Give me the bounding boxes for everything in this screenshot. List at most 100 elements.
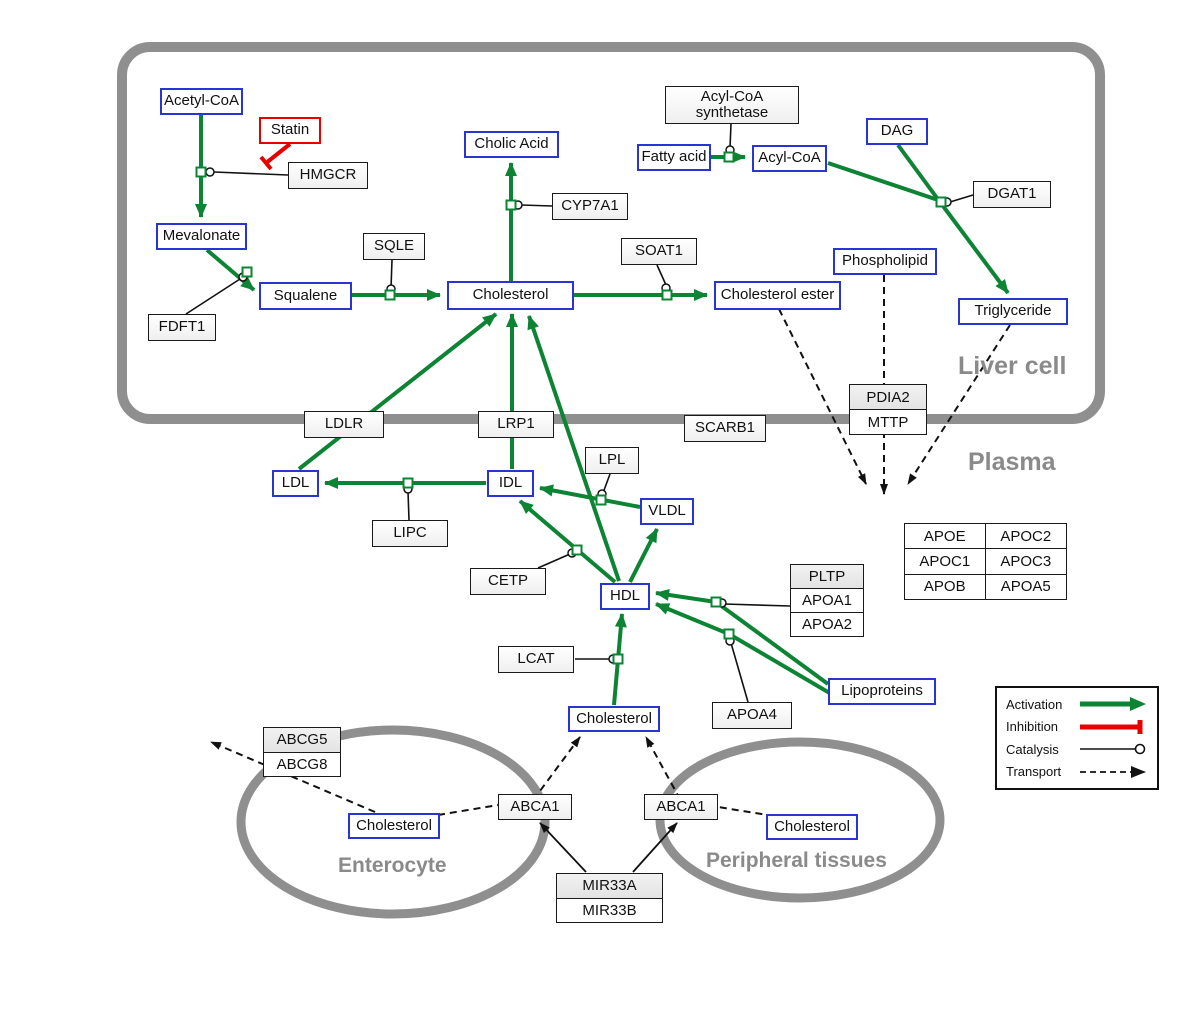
node-cholesterol-enterocyte[interactable]: Cholesterol xyxy=(348,813,440,839)
catalysis-circle-icon xyxy=(1080,744,1146,755)
node-statin[interactable]: Statin xyxy=(259,117,321,144)
edge-dag-to-junction xyxy=(896,143,939,200)
acyl-coa-synthetase-line2: synthetase xyxy=(695,104,769,121)
node-lrp1[interactable]: LRP1 xyxy=(478,411,554,438)
legend-item-catalysis: Catalysis xyxy=(1006,740,1148,758)
catalysis-cyp7a1 xyxy=(520,204,553,207)
catalysis-pltp xyxy=(723,603,791,607)
node-cholesterol-plasma[interactable]: Cholesterol xyxy=(568,706,660,732)
legend-item-transport: Transport xyxy=(1006,763,1148,781)
node-mevalonate[interactable]: Mevalonate xyxy=(156,223,247,250)
node-ldlr[interactable]: LDLR xyxy=(304,411,384,438)
node-apoc2[interactable]: APOC2 xyxy=(985,524,1066,550)
node-apoa4[interactable]: APOA4 xyxy=(712,702,792,729)
edge-mevalonate-to-squalene xyxy=(205,248,256,292)
catalysis-fdft1 xyxy=(185,278,241,315)
apolipoprotein-table: APOE APOC2 APOC1 APOC3 APOB APOA5 xyxy=(904,523,1067,600)
legend-activation-label: Activation xyxy=(1006,696,1063,712)
node-apoe[interactable]: APOE xyxy=(905,524,986,550)
membranes xyxy=(117,42,1105,919)
node-lipoproteins[interactable]: Lipoproteins xyxy=(828,678,936,705)
peripheral-tissues-label: Peripheral tissues xyxy=(706,849,887,872)
node-abca1-left[interactable]: ABCA1 xyxy=(498,794,572,820)
node-lpl[interactable]: LPL xyxy=(585,447,639,474)
arrow-mir33-to-abca1-right xyxy=(632,822,678,873)
catalysis-dgat1 xyxy=(949,194,974,203)
stack-pdia2-mttp: PDIA2 MTTP xyxy=(849,384,927,435)
arrow-mir33-to-abca1-left xyxy=(539,822,587,873)
node-apob[interactable]: APOB xyxy=(905,574,986,599)
node-acyl-coa[interactable]: Acyl-CoA xyxy=(752,145,827,172)
legend-item-inhibition: Inhibition xyxy=(1006,718,1148,736)
edge-junction-to-triglyceride xyxy=(941,204,1010,295)
catalysis-soat1 xyxy=(656,264,667,286)
plasma-label: Plasma xyxy=(968,448,1056,476)
legend-inhibition-label: Inhibition xyxy=(1006,719,1059,735)
node-abca1-right[interactable]: ABCA1 xyxy=(644,794,718,820)
node-cyp7a1[interactable]: CYP7A1 xyxy=(552,193,628,220)
node-phospholipid[interactable]: Phospholipid xyxy=(833,248,937,275)
catalysis-lipc xyxy=(407,490,410,521)
transport-triglyceride-to-plasma xyxy=(907,324,1011,485)
node-pdia2[interactable]: PDIA2 xyxy=(850,385,926,409)
catalysis-apoa4 xyxy=(730,642,749,703)
acyl-coa-synthetase-line1: Acyl-CoA xyxy=(700,87,764,105)
node-mir33a[interactable]: MIR33A xyxy=(557,874,662,898)
catalysis-hmgcr xyxy=(213,171,289,176)
catalysis-sqle xyxy=(390,259,393,289)
edge-hdl-to-liver-cholesterol xyxy=(527,315,621,582)
inhibition-tbar xyxy=(259,155,273,171)
node-fdft1[interactable]: FDFT1 xyxy=(148,314,216,341)
node-hdl[interactable]: HDL xyxy=(600,583,650,610)
activation-arrow-icon xyxy=(1080,697,1146,711)
node-cholesterol-liver[interactable]: Cholesterol xyxy=(447,281,574,310)
node-mir33b[interactable]: MIR33B xyxy=(557,897,662,922)
node-abcg5[interactable]: ABCG5 xyxy=(264,728,340,752)
node-acyl-coa-synthetase[interactable]: Acyl-CoA synthetase xyxy=(665,86,799,124)
catalysis-lines xyxy=(185,123,974,703)
node-mttp[interactable]: MTTP xyxy=(850,409,926,434)
node-cholic-acid[interactable]: Cholic Acid xyxy=(464,131,559,158)
node-fatty-acid[interactable]: Fatty acid xyxy=(637,144,711,171)
reaction-squares xyxy=(195,151,947,665)
node-scarb1[interactable]: SCARB1 xyxy=(684,415,766,442)
node-vldl[interactable]: VLDL xyxy=(640,498,694,525)
legend: Activation Inhibition Catalysis Transpor… xyxy=(995,686,1159,790)
node-hmgcr[interactable]: HMGCR xyxy=(288,162,368,189)
node-acetyl-coa[interactable]: Acetyl-CoA xyxy=(160,88,243,115)
liver-cell-membrane xyxy=(117,42,1105,424)
legend-item-activation: Activation xyxy=(1006,695,1148,713)
node-apoc3[interactable]: APOC3 xyxy=(985,549,1066,575)
node-ldl[interactable]: LDL xyxy=(272,470,319,497)
node-lipc[interactable]: LIPC xyxy=(372,520,448,547)
transport-enterocyte-cholesterol-efflux xyxy=(210,741,376,813)
node-lcat[interactable]: LCAT xyxy=(498,646,574,673)
node-dgat1[interactable]: DGAT1 xyxy=(973,181,1051,208)
node-apoa5[interactable]: APOA5 xyxy=(1000,578,1051,596)
node-apoc1[interactable]: APOC1 xyxy=(905,549,986,575)
inhibition-tbar-icon xyxy=(1080,719,1143,734)
node-triglyceride[interactable]: Triglyceride xyxy=(958,298,1068,325)
node-cholesterol-peripheral[interactable]: Cholesterol xyxy=(766,814,858,840)
node-sqle[interactable]: SQLE xyxy=(363,233,425,260)
edge-acylcoa-to-junction xyxy=(827,161,939,202)
node-dag[interactable]: DAG xyxy=(866,118,928,145)
node-apoa1[interactable]: APOA1 xyxy=(791,588,863,612)
node-soat1[interactable]: SOAT1 xyxy=(621,238,697,265)
node-squalene[interactable]: Squalene xyxy=(259,282,352,310)
node-idl[interactable]: IDL xyxy=(487,470,534,497)
node-cetp[interactable]: CETP xyxy=(470,568,546,595)
node-cholesterol-ester[interactable]: Cholesterol ester xyxy=(714,281,841,310)
peripheral-tissues-membrane xyxy=(655,737,945,903)
transport-cholesterolester-to-plasma xyxy=(778,308,867,485)
catalysis-acylcoa-synthetase xyxy=(729,123,732,149)
node-abcg8[interactable]: ABCG8 xyxy=(264,751,340,776)
node-pltp[interactable]: PLTP xyxy=(791,565,863,588)
node-apoa2[interactable]: APOA2 xyxy=(791,612,863,636)
legend-transport-label: Transport xyxy=(1006,764,1062,780)
legend-catalysis-label: Catalysis xyxy=(1006,741,1059,757)
edge-vldl-to-idl xyxy=(539,484,641,509)
edge-hdl-to-idl xyxy=(518,499,617,584)
